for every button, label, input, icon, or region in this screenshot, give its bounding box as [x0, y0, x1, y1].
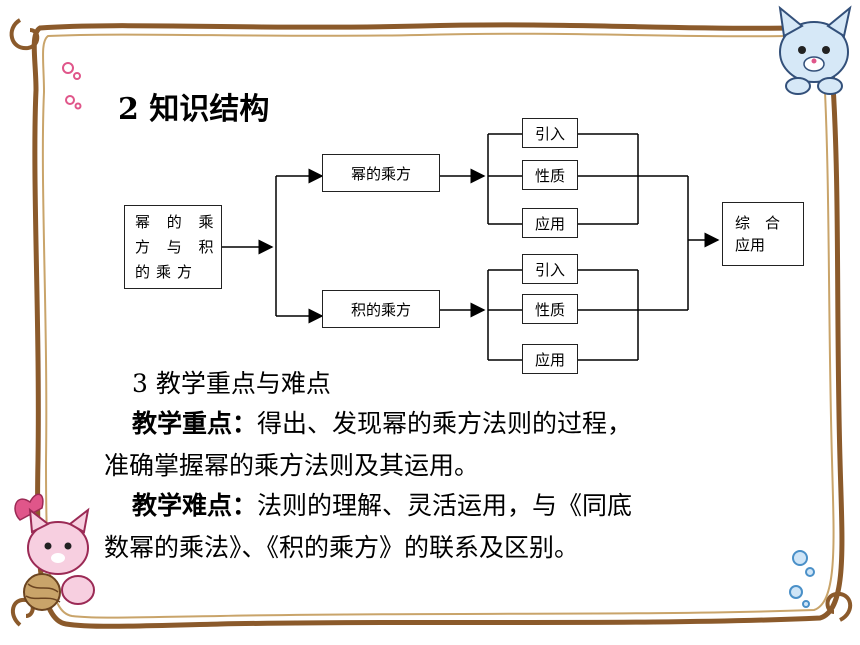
item-box-intro-1: 引入	[522, 118, 578, 148]
corner-curl-top-left	[9, 18, 40, 51]
key-points-label: 教学重点：	[132, 409, 258, 438]
difficulties-line-2: 数幂的乘法》、《积的乘方》的联系及区别。	[104, 533, 580, 562]
section-title: 2 知识结构	[118, 92, 270, 127]
kitten-bottom-left-icon	[14, 493, 95, 611]
difficulties-line-1: 教学难点：法则的理解、灵活运用，与《同底	[132, 486, 632, 522]
result-line-1: 综 合	[735, 214, 781, 232]
item-box-apply-2: 应用	[522, 344, 578, 374]
corner-curl-bottom-right	[825, 591, 852, 622]
difficulties-label: 教学难点：	[132, 491, 258, 520]
item-box-apply-1: 应用	[522, 208, 578, 238]
bubbles-top-left-icon	[62, 62, 82, 110]
key-points-line-2: 准确掌握幂的乘方法则及其运用。	[104, 451, 480, 480]
branch-box-product: 积的乘方	[322, 290, 440, 328]
result-line-2: 应用	[735, 236, 766, 254]
result-box: 综 合 应用	[722, 202, 804, 266]
root-line-1: 幂 的 乘	[135, 212, 220, 231]
kitten-top-right-icon	[778, 5, 852, 95]
key-points-line-1: 教学重点：得出、发现幂的乘方法则的过程，	[132, 404, 632, 440]
difficulties-text-1: 法则的理解、灵活运用，与《同底	[257, 491, 633, 520]
diagram-root-box: 幂 的 乘 方 与 积 的乘方	[124, 205, 222, 289]
root-line-3: 的乘方	[135, 262, 199, 281]
bubbles-bottom-right-icon	[789, 550, 815, 608]
key-points-text-1: 得出、发现幂的乘方法则的过程，	[257, 409, 633, 438]
item-box-property-1: 性质	[522, 160, 578, 190]
root-line-2: 方 与 积	[135, 237, 220, 256]
item-box-property-2: 性质	[522, 294, 578, 324]
branch-box-power: 幂的乘方	[322, 154, 440, 192]
focus-heading: 3 教学重点与难点	[132, 369, 331, 398]
item-box-intro-2: 引入	[522, 254, 578, 284]
